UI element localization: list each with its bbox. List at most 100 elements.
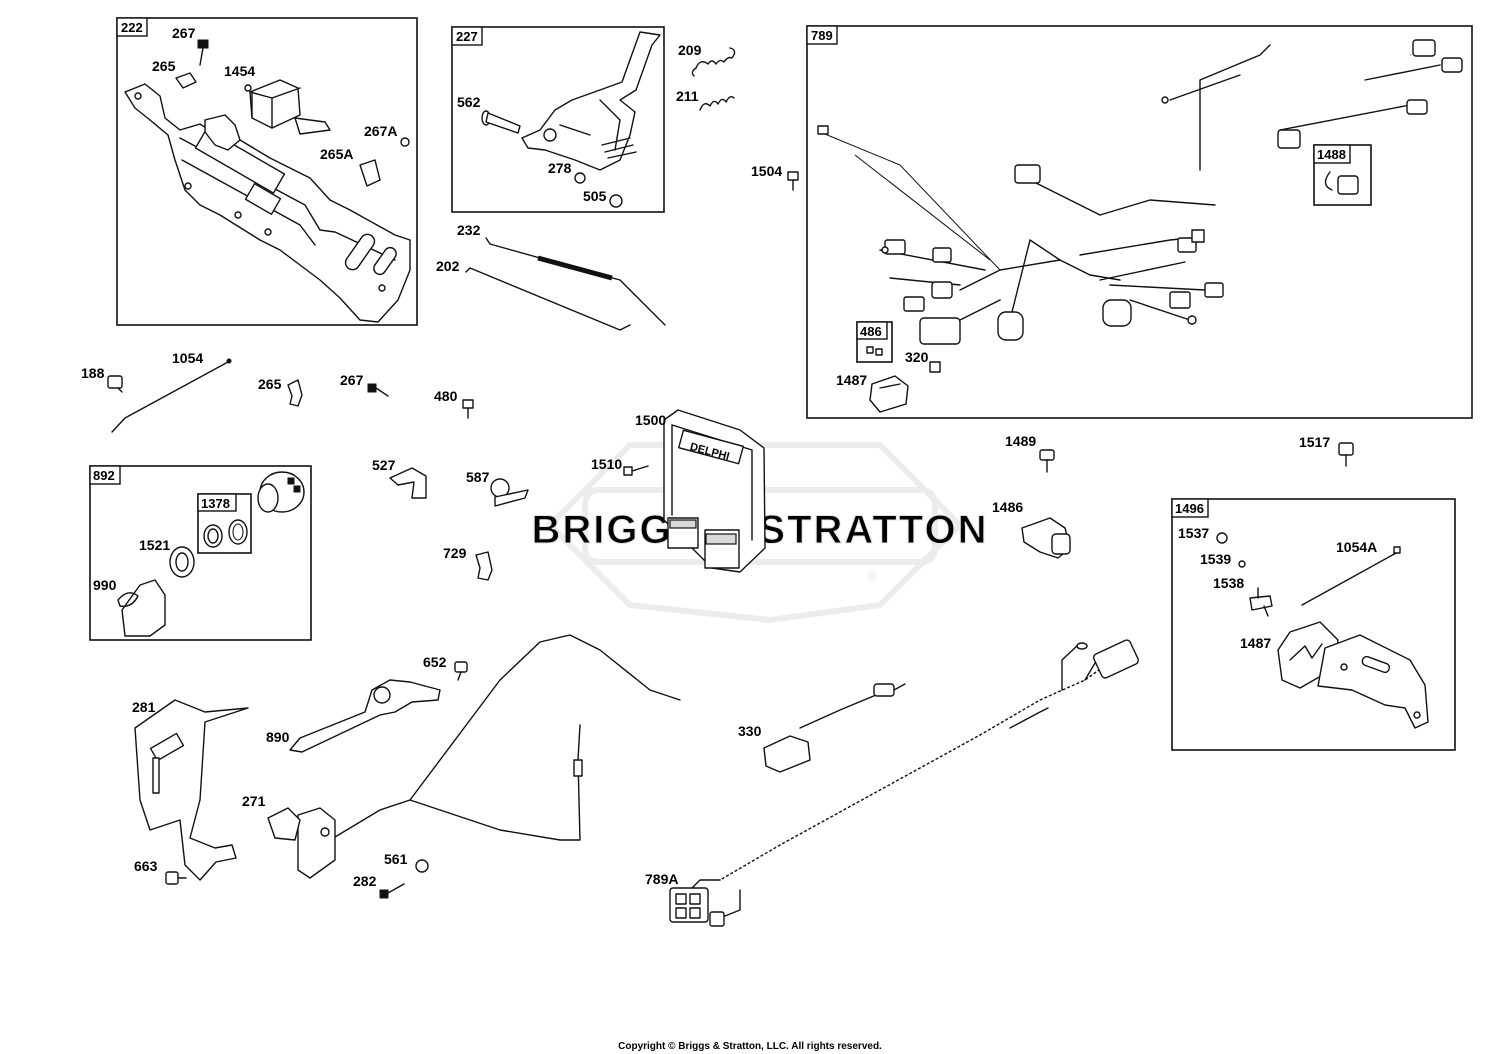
part-1521-bezel [169,546,195,578]
part-652-label[interactable]: 652 [423,654,447,670]
group-1378-label: 1378 [201,496,230,511]
part-1537-label[interactable]: 1537 [1178,525,1209,541]
part-282-label[interactable]: 282 [353,873,377,889]
part-480-label[interactable]: 480 [434,388,458,404]
part-265A-label[interactable]: 265A [320,146,353,162]
part-1521-label[interactable]: 1521 [139,537,170,553]
part-990-label[interactable]: 990 [93,577,117,593]
part-1489-label[interactable]: 1489 [1005,433,1036,449]
part-267A-nut [400,137,410,147]
part-278-label[interactable]: 278 [548,160,572,176]
part-267b-label[interactable]: 267 [340,372,364,388]
part-1538-label[interactable]: 1538 [1213,575,1244,591]
part-188-label[interactable]: 188 [81,365,105,381]
part-505-nut [609,194,623,208]
part-209-label[interactable]: 209 [678,42,702,58]
group-892[interactable]: 892 1378 1521 990 [89,465,312,641]
part-278-washer [574,172,586,184]
group-1488-label: 1488 [1317,147,1346,162]
part-505-label[interactable]: 505 [583,188,607,204]
part-281-label[interactable]: 281 [132,699,156,715]
part-1486-label[interactable]: 1486 [992,499,1023,515]
part-320-label[interactable]: 320 [905,349,929,365]
part-232-rod [485,237,666,326]
group-1488[interactable]: 1488 [1313,144,1372,206]
ignition-switch [257,471,305,513]
part-561-label[interactable]: 561 [384,851,408,867]
part-562-pin [481,110,521,134]
part-211-spring [699,95,735,111]
part-1539-washer [1238,560,1246,568]
part-271-label[interactable]: 271 [242,793,266,809]
group-789[interactable]: 789 [806,25,1473,419]
part-587-clamp [490,478,529,507]
part-1500-ecu: DELPHI [663,409,766,573]
part-265A-clip [359,159,381,187]
part-330-label[interactable]: 330 [738,723,762,739]
part-267-screw [197,39,209,66]
group-222[interactable]: 222 267 265 1454 267A [116,17,418,326]
part-729-clip [475,551,493,581]
part-587-label[interactable]: 587 [466,469,490,485]
group-486-label: 486 [860,324,882,339]
part-202-label[interactable]: 202 [436,258,460,274]
part-330-sensor [763,683,906,773]
part-1500-label[interactable]: 1500 [635,412,666,428]
part-265b-label[interactable]: 265 [258,376,282,392]
part-1054-label[interactable]: 1054 [172,350,203,366]
part-1504-label[interactable]: 1504 [751,163,782,179]
copyright-notice: Copyright © Briggs & Stratton, LLC. All … [618,1041,882,1052]
part-267b-screw [367,383,389,397]
part-1537-nut [1216,532,1228,544]
part-527-clip [389,467,427,499]
part-1487-connector [869,375,909,413]
part-789A-label[interactable]: 789A [645,871,678,887]
part-265-clip [175,72,197,89]
part-1539-label[interactable]: 1539 [1200,551,1231,567]
choke-cable [409,724,581,841]
group-789-label: 789 [811,28,833,43]
part-562-label[interactable]: 562 [457,94,481,110]
part-527-label[interactable]: 527 [372,457,396,473]
part-1486-sensor [1021,517,1071,559]
part-1489-bolt [1039,449,1055,473]
group-1496-label: 1496 [1175,501,1204,516]
group-892-label: 892 [93,468,115,483]
group-1378[interactable]: 1378 [197,493,252,554]
group-227[interactable]: 227 562 278 505 [451,26,665,213]
part-1454-label[interactable]: 1454 [224,63,255,79]
part-1487b-label[interactable]: 1487 [1240,635,1271,651]
part-202-rod [465,267,631,331]
part-729-label[interactable]: 729 [443,545,467,561]
part-267A-label[interactable]: 267A [364,123,397,139]
part-1454-switch [244,79,331,135]
part-1054-tie [111,361,229,433]
part-990-key [117,579,166,637]
part-890-label[interactable]: 890 [266,729,290,745]
part-480-bolt [462,399,474,419]
part-561-nut [415,859,429,873]
part-663-label[interactable]: 663 [134,858,158,874]
group-486[interactable]: 486 [856,321,893,363]
part-232-label[interactable]: 232 [457,222,481,238]
part-188-bolt [107,375,123,393]
throttle-cable [329,634,681,841]
part-1487a-label[interactable]: 1487 [836,372,867,388]
part-265-label[interactable]: 265 [152,58,176,74]
part-890-lever [289,679,441,753]
part-1504-bolt [787,171,799,191]
group-222-label: 222 [121,20,143,35]
part-320-terminal [929,361,941,373]
part-271-control [267,807,336,879]
part-267-label[interactable]: 267 [172,25,196,41]
part-282-screw [379,883,405,899]
part-1517-bolt [1338,442,1354,467]
part-1510-screw [623,465,649,476]
part-1517-label[interactable]: 1517 [1299,434,1330,450]
part-1054A-label[interactable]: 1054A [1336,539,1377,555]
part-211-label[interactable]: 211 [676,88,699,104]
part-652-bolt [454,661,468,681]
group-1496[interactable]: 1496 1537 1539 1054A 1538 1487 [1171,498,1456,751]
part-1510-label[interactable]: 1510 [591,456,622,472]
